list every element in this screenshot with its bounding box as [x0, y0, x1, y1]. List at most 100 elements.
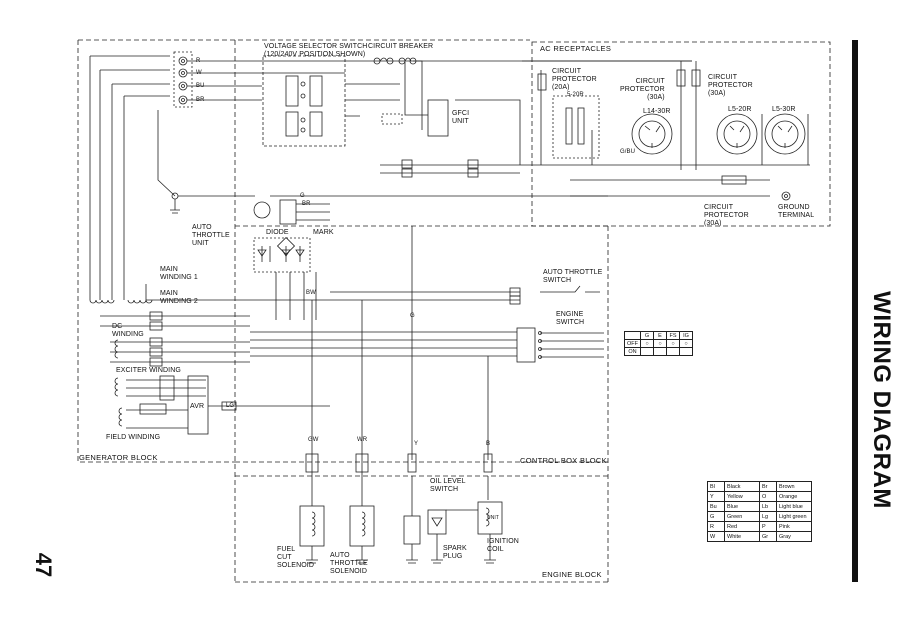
switch-header: IG [679, 331, 693, 340]
auto-throttle-solenoid-label: AUTO THROTTLE SOLENOID [330, 552, 368, 575]
diode-label: DIODE [266, 229, 289, 236]
legend-row: Bu Blue Lb Light blue [707, 501, 812, 512]
circuit-protector-30a-left-label: CIRCUIT PROTECTOR (30A) [620, 78, 665, 101]
wire-code: Br [196, 97, 205, 103]
oil-level-switch-label: OIL LEVEL SWITCH [430, 478, 466, 493]
legend-code: Y [707, 491, 725, 502]
legend-code: G [707, 511, 725, 522]
legend-code: R [707, 521, 725, 532]
switch-cell [653, 347, 667, 356]
legend-name: Gray [776, 531, 812, 542]
engine-switch-label: ENGINE SWITCH [556, 311, 585, 326]
receptacle-l5-30r-label: L5-30R [772, 106, 796, 113]
switch-cell [666, 347, 680, 356]
receptacle-l5-20r [716, 113, 758, 155]
receptacle-l5-20r-label: L5-20R [728, 106, 752, 113]
legend-name: Red [724, 521, 760, 532]
ac-receptacles-outline [531, 41, 831, 227]
wiring-diagram-title: WIRING DIAGRAM [846, 200, 916, 600]
auto-throttle-switch-label: AUTO THROTTLE SWITCH [543, 269, 603, 284]
switch-cell: ○ [653, 339, 667, 348]
legend-code: W [707, 531, 725, 542]
exciter-winding-label: EXCITER WINDING [116, 367, 181, 374]
legend-row: G Green Lg Light green [707, 511, 812, 522]
voltage-selector-label: VOLTAGE SELECTOR SWITCH (120/240V POSITI… [264, 43, 368, 58]
wire-code: WR [357, 437, 368, 443]
fuel-cut-solenoid-label: FUEL CUT SOLENOID [277, 546, 314, 569]
wire-code: GW [308, 437, 319, 443]
switch-row-label: OFF [624, 339, 641, 348]
generator-block-label: GENERATOR BLOCK [79, 453, 158, 462]
switch-cell: ○ [640, 339, 654, 348]
receptacle-l14-30r [631, 113, 673, 155]
switch-cell [679, 347, 693, 356]
receptacle-l14-30r-label: L14-30R [643, 108, 671, 115]
legend-name: Pink [776, 521, 812, 532]
switch-row-label: ON [624, 347, 641, 356]
wire-code: W [196, 70, 202, 76]
wire-code: Bu [196, 83, 205, 89]
ac-receptacles-label: AC RECEPTACLES [540, 44, 612, 53]
legend-row: R Red P Pink [707, 521, 812, 532]
mark-label: MARK [313, 229, 334, 236]
engine-block-label: ENGINE BLOCK [542, 570, 602, 579]
gfci-label: GFCI UNIT [452, 110, 470, 125]
page-title: WIRING DIAGRAM [868, 291, 895, 509]
avr-label: AVR [190, 403, 205, 410]
circuit-protector-bottom-label: CIRCUIT PROTECTOR (30A) [704, 204, 749, 227]
legend-code: Lb [759, 501, 777, 512]
receptacle-l5-30r [764, 113, 806, 155]
control-box-block-label: CONTROL BOX BLOCK [520, 456, 607, 465]
wire-code: G/Bu [620, 149, 636, 155]
engine-switch-table: G E FS IG OFF ○ ○ ○ ○ ON [624, 331, 693, 356]
switch-cell: ○ [666, 339, 680, 348]
field-winding-label: FIELD WINDING [106, 434, 161, 441]
circuit-breaker-label: CIRCUIT BREAKER [368, 43, 434, 50]
main-winding-1-label: MAIN WINDING 1 [160, 266, 198, 281]
legend-name: Black [724, 481, 760, 492]
wire-code: B [486, 441, 491, 447]
legend-code: Br [759, 481, 777, 492]
legend-code: Gr [759, 531, 777, 542]
legend-code: Lg [759, 511, 777, 522]
legend-name: Orange [776, 491, 812, 502]
ignition-unit-label: UNIT [487, 515, 500, 521]
spark-plug-label: SPARK PLUG [443, 545, 467, 560]
circuit-protector-20a-label: CIRCUIT PROTECTOR (20A) [552, 68, 597, 91]
switch-header: FS [666, 331, 680, 340]
legend-name: White [724, 531, 760, 542]
main-winding-2-label: MAIN WINDING 2 [160, 290, 198, 305]
wire-color-legend: Bl Black Br Brown Y Yellow O Orange Bu B… [707, 481, 812, 542]
legend-row: W White Gr Gray [707, 531, 812, 542]
wire-code: Y [414, 441, 419, 447]
side-rule [852, 40, 858, 582]
wire-code: Lg [226, 403, 235, 409]
ground-terminal-label: GROUND TERMINAL [778, 204, 815, 219]
wire-code: G [410, 313, 415, 319]
legend-name: Blue [724, 501, 760, 512]
page-number-text: 47 [31, 552, 56, 578]
legend-name: Light green [776, 511, 812, 522]
receptacle-5-20r-label: 5-20R [567, 92, 584, 98]
wire-code: BW [306, 290, 316, 296]
ignition-coil-label: IGNITION COIL [487, 538, 519, 553]
switch-cell [640, 347, 654, 356]
legend-name: Brown [776, 481, 812, 492]
legend-code: Bu [707, 501, 725, 512]
switch-table-corner [624, 331, 641, 340]
legend-code: O [759, 491, 777, 502]
legend-code: Bl [707, 481, 725, 492]
switch-cell: ○ [679, 339, 693, 348]
dc-winding-label: DC WINDING [112, 323, 144, 338]
legend-row: Bl Black Br Brown [707, 481, 812, 492]
wire-code: G [300, 193, 305, 199]
wire-code: R [196, 58, 201, 64]
switch-header: G [640, 331, 654, 340]
legend-name: Light blue [776, 501, 812, 512]
wire-code: BR [302, 201, 311, 207]
legend-name: Green [724, 511, 760, 522]
engine-block-outline [235, 475, 608, 583]
page-number: 47 [28, 545, 58, 585]
control-box-outline [234, 40, 609, 582]
